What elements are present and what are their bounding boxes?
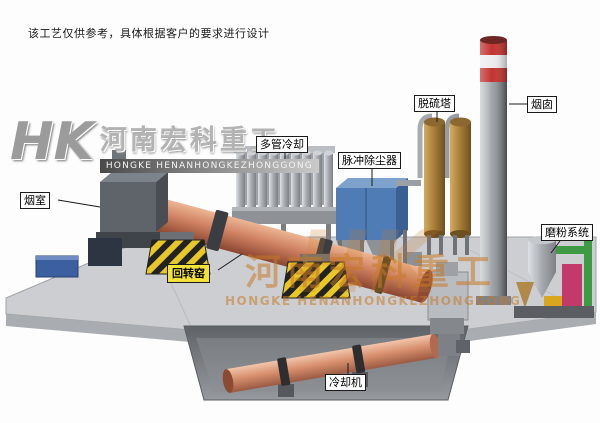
chimney-graphic (476, 36, 511, 305)
logo-text-block: 河南宏科重工 HONGKE HENANHONGKEZHONGGONG (99, 118, 319, 173)
leader-lines (57, 103, 561, 374)
logo-company-en: HONGKE HENANHONGKEZHONGGONG (99, 158, 319, 173)
smoke-chamber-graphic (88, 150, 168, 266)
label-cooling-machine: 冷却机 (325, 374, 366, 391)
label-desulfurization-tower: 脱硫塔 (414, 95, 455, 112)
desulfurization-towers-graphic (404, 113, 471, 266)
logo-monogram: HK (10, 112, 94, 172)
label-multi-tube-cooler: 多管冷却 (256, 136, 308, 153)
cooling-pool (35, 255, 79, 278)
label-grinding-system: 磨粉系统 (541, 224, 593, 241)
kiln-discharge-graphic (427, 262, 469, 334)
company-logo: HK 河南宏科重工 HONGKE HENANHONGKEZHONGGONG (10, 112, 319, 173)
label-chimney: 烟囱 (527, 96, 557, 113)
label-rotary-kiln: 回转窑 (167, 264, 210, 283)
label-smoke-chamber: 烟室 (20, 192, 50, 209)
label-pulse-dust-collector: 脉冲除尘器 (338, 152, 401, 169)
logo-company-cn: 河南宏科重工 (99, 125, 280, 156)
disclaimer-note: 该工艺仅供参考，具体根据客户的要求进行设计 (28, 27, 270, 40)
kiln-piers (145, 232, 351, 299)
